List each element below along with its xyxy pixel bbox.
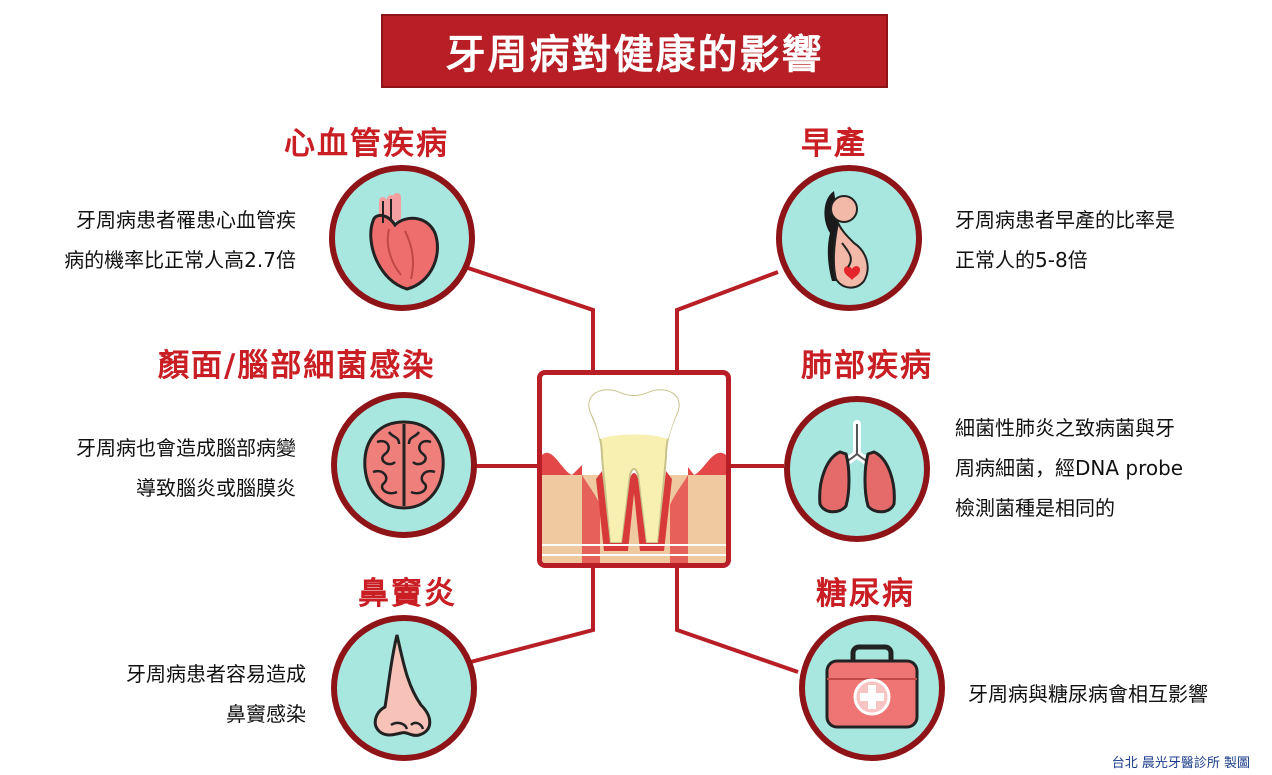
desc-lung-line: 檢測菌種是相同的 [955,496,1115,520]
desc-cardio-line: 病的機率比正常人高2.7倍 [64,248,296,272]
diabetes-icon-circle [799,615,945,761]
heart-icon [369,193,439,291]
desc-lung: 細菌性肺炎之致病菌與牙 周病細菌，經DNA probe 檢測菌種是相同的 [955,408,1183,528]
desc-lung-line: 周病細菌，經DNA probe [955,456,1184,480]
lung-icon-circle [784,396,930,542]
desc-brain: 牙周病也會造成腦部病變 導致腦炎或腦膜炎 [76,428,296,508]
lungs-icon [818,420,896,514]
title-banner: 牙周病對健康的影響 [381,14,888,88]
sinus-icon-circle [331,615,477,761]
heading-sinus: 鼻竇炎 [358,576,457,612]
desc-brain-line: 導致腦炎或腦膜炎 [136,476,296,500]
desc-lung-line: 細菌性肺炎之致病菌與牙 [955,416,1175,440]
cardio-icon-circle [329,165,475,311]
desc-diabetes-line: 牙周病與糖尿病會相互影響 [968,682,1208,706]
desc-preterm: 牙周病患者早產的比率是 正常人的5-8倍 [955,200,1175,280]
tooth-icon [542,389,726,563]
desc-sinus-line: 牙周病患者容易造成 [126,662,306,686]
desc-cardio: 牙周病患者罹患心血管疾 病的機率比正常人高2.7倍 [64,200,296,280]
heading-preterm: 早產 [801,126,867,162]
heading-lung: 肺部疾病 [801,348,933,384]
desc-diabetes: 牙周病與糖尿病會相互影響 [968,674,1208,714]
heading-diabetes: 糖尿病 [816,576,915,612]
brain-icon [363,420,445,510]
heading-cardio: 心血管疾病 [284,126,449,162]
nose-icon [373,634,432,737]
page-title: 牙周病對健康的影響 [445,32,824,78]
desc-brain-line: 牙周病也會造成腦部病變 [76,436,296,460]
pregnant-woman-icon [824,191,869,289]
heading-brain: 顏面/腦部細菌感染 [158,348,436,384]
desc-sinus-line: 鼻竇感染 [226,702,306,726]
desc-cardio-line: 牙周病患者罹患心血管疾 [76,208,296,232]
preterm-icon-circle [776,165,922,311]
desc-preterm-line: 正常人的5-8倍 [955,248,1088,272]
credit-text: 台北 晨光牙醫診所 製圖 [1111,756,1250,771]
brain-icon-circle [331,392,477,538]
tooth-diagram [537,370,731,568]
medical-kit-icon [825,644,919,729]
desc-preterm-line: 牙周病患者早產的比率是 [955,208,1175,232]
desc-sinus: 牙周病患者容易造成 鼻竇感染 [126,654,306,734]
